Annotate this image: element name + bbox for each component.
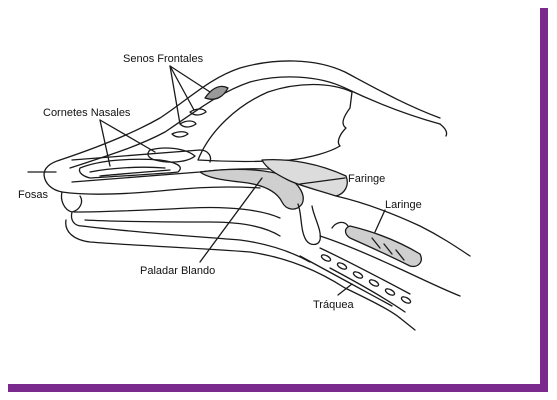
mandible-inner xyxy=(81,225,311,263)
label-cornetes-nasales: Cornetes Nasales xyxy=(43,107,131,119)
leader-faringe xyxy=(299,177,346,185)
tracheal-ring-1 xyxy=(320,254,332,262)
trachea-lower xyxy=(299,255,393,307)
tracheal-ring-3 xyxy=(352,271,364,279)
trachea-upper xyxy=(319,247,411,295)
label-fosas: Fosas xyxy=(18,189,48,201)
frame-shadow-right xyxy=(540,8,548,388)
turbinate-3 xyxy=(147,147,196,163)
lower-incisor xyxy=(70,211,83,227)
larynx-ridge-3 xyxy=(395,249,405,261)
label-laringe: Laringe xyxy=(385,199,422,211)
frontal-sinus-small-3 xyxy=(171,131,189,138)
neck-line-lower xyxy=(399,317,416,331)
nasal-cavity-upper xyxy=(71,149,212,163)
nasal-roof xyxy=(43,159,63,193)
tracheal-ring-5 xyxy=(384,288,396,296)
soft-palate xyxy=(199,168,304,210)
mandible-outer xyxy=(65,219,401,319)
upper-incisor xyxy=(60,191,83,213)
skull-outline xyxy=(59,60,441,161)
esophagus xyxy=(329,267,406,313)
leader-paladar xyxy=(199,177,263,263)
hard-palate xyxy=(61,186,261,195)
tongue xyxy=(84,219,281,237)
tracheal-ring-4 xyxy=(368,279,380,287)
frame-shadow-bottom xyxy=(8,384,548,392)
leader-laringe xyxy=(374,209,386,233)
larynx-ridge-2 xyxy=(383,243,393,255)
tracheal-ring-6 xyxy=(400,296,412,304)
frontal-sinus-main xyxy=(204,85,229,100)
epiglottis xyxy=(297,203,321,246)
neck-line-upper xyxy=(439,123,448,137)
skull-inner-contour xyxy=(69,76,441,169)
leader-senos-1 xyxy=(169,65,181,125)
turbinate-1 xyxy=(78,158,181,179)
leader-traquea xyxy=(337,283,353,296)
larynx-ridge-1 xyxy=(371,237,381,249)
leader-senos-2 xyxy=(169,65,195,111)
larynx-cartilage xyxy=(344,225,422,268)
leader-cornetes-2 xyxy=(99,119,156,153)
leader-cornetes-1 xyxy=(99,119,111,167)
label-senos-frontales: Senos Frontales xyxy=(123,53,204,65)
larynx-upper-wall xyxy=(335,195,471,257)
label-paladar-blando: Paladar Blando xyxy=(140,265,215,277)
turbinate-2 xyxy=(89,166,166,173)
larynx-fold xyxy=(331,221,349,229)
label-faringe: Faringe xyxy=(348,173,385,185)
turbinate-4 xyxy=(99,169,171,177)
frontal-sinus-small-2 xyxy=(179,120,197,128)
frontal-sinus-small-1 xyxy=(189,108,207,116)
tracheal-ring-2 xyxy=(336,262,348,270)
larynx-lower-wall xyxy=(319,235,461,297)
mandible-upper xyxy=(73,206,281,219)
anatomy-diagram: Senos Frontales Cornetes Nasales Fosas F… xyxy=(18,53,471,331)
leader-senos-3 xyxy=(169,65,211,93)
label-traquea: Tráquea xyxy=(313,299,354,311)
diagram-canvas: Senos Frontales Cornetes Nasales Fosas F… xyxy=(18,53,471,331)
